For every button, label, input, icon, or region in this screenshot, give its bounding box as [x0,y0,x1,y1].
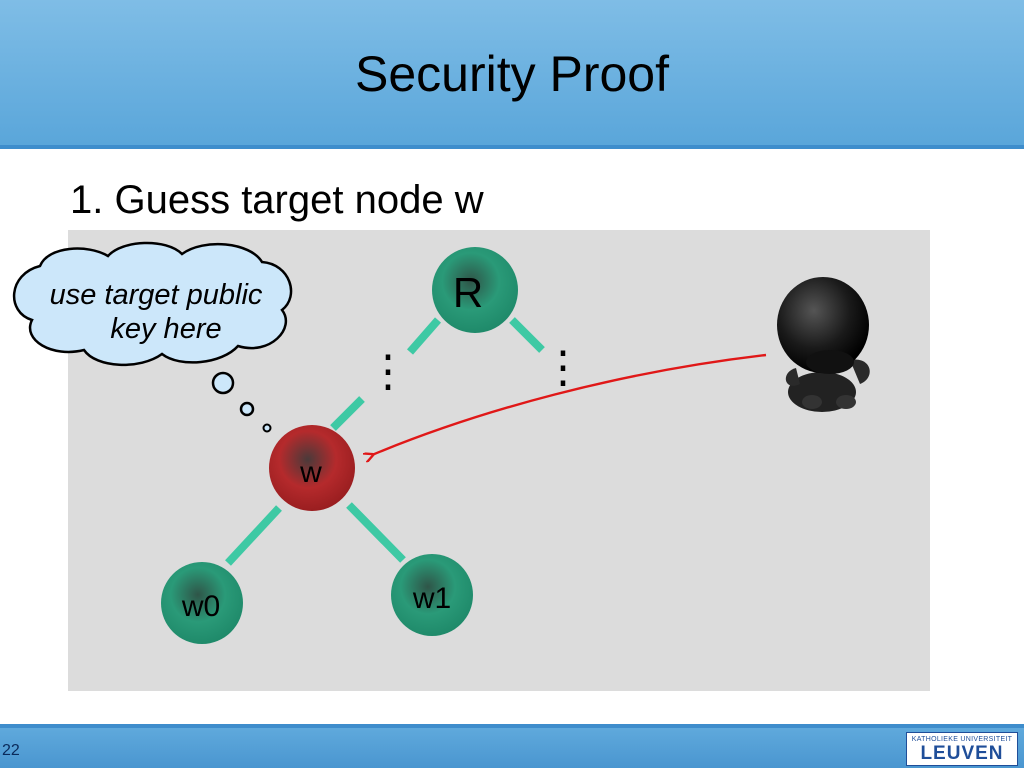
edge-up-to-target [330,396,365,431]
edge-target-left-child [225,505,282,566]
ellipsis-left: ⋮ [366,347,410,396]
bullet-point: 1. Guess target node w [70,178,484,222]
node-target: w [269,425,355,511]
logo-bottom-text: LEUVEN [920,743,1004,764]
node-root-label: R [453,269,483,316]
node-target-label: w [299,456,322,489]
thought-dot-medium [239,401,255,417]
thought-cloud [13,241,293,366]
thought-text-line2: key here [110,313,221,345]
thought-dot-small [262,423,272,433]
ellipsis-right: ⋮ [541,343,585,392]
hooded-figure-icon [777,277,870,412]
thought-text-line1: use target public [50,279,263,311]
edge-root-right [509,317,545,353]
node-right-child-label: w1 [412,582,451,615]
logo-top-text: KATHOLIEKE UNIVERSITEIT [911,736,1013,743]
slide-footer [0,728,1024,768]
thought-bubble: use target public key here [13,241,293,433]
thought-dot-large [211,371,235,395]
header-divider [0,145,1024,149]
node-left-child: w0 [161,562,243,644]
university-logo: KATHOLIEKE UNIVERSITEIT LEUVEN [906,732,1018,766]
footer-divider [0,724,1024,728]
slide-title: Security Proof [354,46,669,102]
page-number: 22 [2,742,20,759]
node-left-child-label: w0 [181,590,220,623]
node-root: R [432,247,518,333]
attack-arrow [372,353,767,455]
edge-root-left [406,317,442,355]
edge-target-right-child [346,502,406,563]
node-right-child: w1 [391,554,473,636]
slide-header [0,0,1024,145]
